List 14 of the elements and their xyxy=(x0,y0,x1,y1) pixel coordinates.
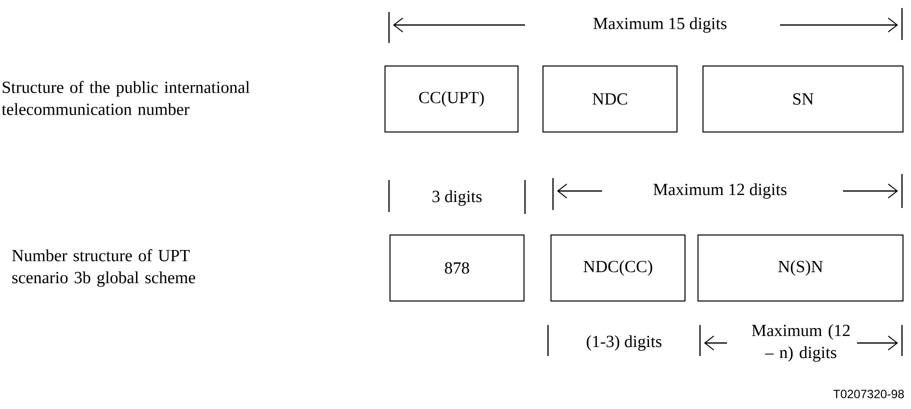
dimension-label: (1-3) digits xyxy=(586,335,662,351)
dimension-label: Maximum 15 digits xyxy=(593,17,726,33)
field-box: NDC(CC) xyxy=(550,234,686,302)
field-box: N(S)N xyxy=(698,234,904,302)
field-box: 878 xyxy=(390,234,524,302)
field-box: NDC xyxy=(542,66,678,132)
row-label: Number structure of UPT scenario 3b global scheme xyxy=(12,249,196,287)
figure-number: T0207320-98 xyxy=(833,390,904,398)
field-box: CC(UPT) xyxy=(384,66,518,132)
dimension-label: Maximum 12 digits xyxy=(653,183,786,199)
dimension-label: 3 digits xyxy=(432,190,482,206)
dimension-label: Maximum (12 – n) digits xyxy=(752,324,850,362)
field-box: SN xyxy=(702,66,904,132)
row-label: Structure of the public international telecommunication number xyxy=(2,80,250,116)
